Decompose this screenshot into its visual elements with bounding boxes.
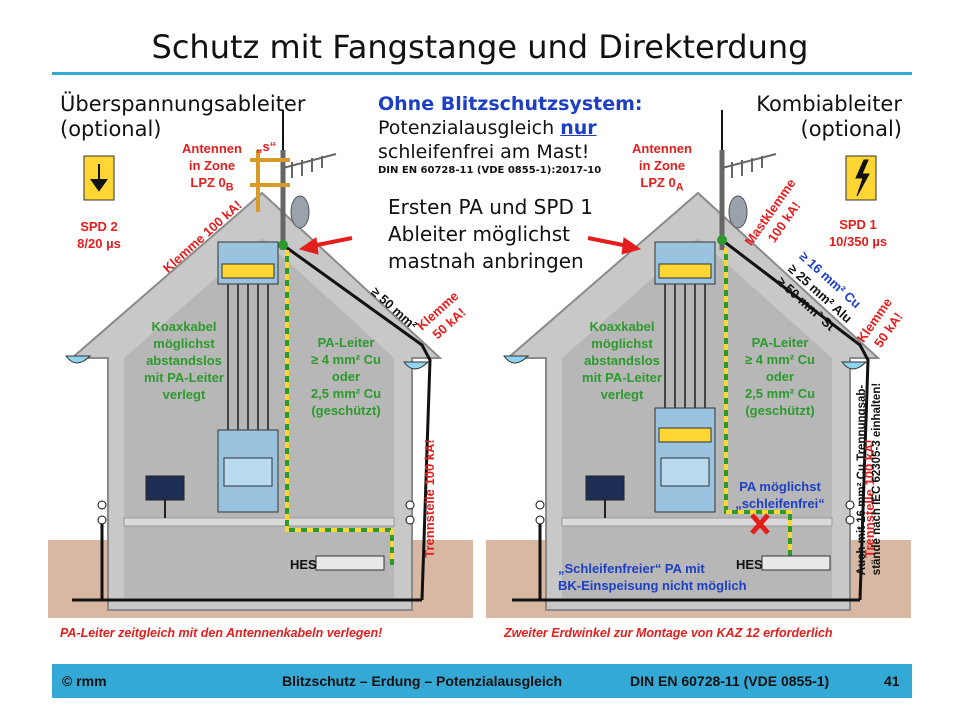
loop-cross-icon [750,513,770,535]
right-heading: Kombiableiter (optional) [756,92,902,141]
footer-norm: DIN EN 60728-11 (VDE 0855-1) [630,673,830,689]
separation-distance-note: Auch mit 16 mm² Cu Trennungsab- stände n… [856,382,884,576]
house-left [65,191,443,611]
multiswitch-upper-right [654,241,716,285]
left-separation-label: Trennstelle 100 kA! [421,439,437,558]
footer-copyright: © rmm [62,673,107,689]
spd1-label: SPD 1 10/350 µs [828,217,888,249]
multiswitch-lower-left [217,429,279,513]
left-heading: Überspannungsableiter (optional) [60,92,306,141]
left-caption: PA-Leiter zeitgleich mit den Antennenkab… [60,626,383,640]
bk-feed-note: „Schleifenfreier“ PA mit BK-Einspeisung … [558,561,747,593]
spd2-label: SPD 2 8/20 µs [77,219,121,251]
title-divider [52,72,912,75]
left-pa-note: PA-Leiter ≥ 4 mm² Cu oder 2,5 mm² Cu (ge… [310,335,382,418]
right-antenna-zone-label: Antennen in Zone LPZ 0A [632,141,692,194]
right-coax-note: Koaxkabel möglichst abstandslos mit PA-L… [582,319,662,402]
right-pa-note: PA-Leiter ≥ 4 mm² Cu oder 2,5 mm² Cu (ge… [744,335,816,418]
center-advice: Ersten PA und SPD 1 Ableiter möglichst m… [388,195,593,273]
footer-topic: Blitzschutz – Erdung – Potenzialausgleic… [282,673,563,689]
footer-bar: © rmm Blitzschutz – Erdung – Potenzialau… [52,664,912,698]
center-note: Ohne Blitzschutzsystem: Potenzialausglei… [378,93,643,176]
multiswitch-lower-right [654,407,716,513]
multiswitch-upper-left [217,241,279,285]
left-coax-note: Koaxkabel möglichst abstandslos mit PA-L… [144,319,224,402]
left-hes-label: HES [290,557,317,572]
page-title: Schutz mit Fangstange und Direkterdung [151,28,809,66]
pa-loop-note: PA möglichst „schleifenfrei“ [735,479,825,511]
separation-distance-label: „s“ [256,139,277,154]
right-hes-label: HES [736,557,763,572]
left-antenna-zone-label: Antennen in Zone LPZ 0B [182,141,242,194]
footer-page-number: 41 [884,673,900,689]
right-caption: Zweiter Erdwinkel zur Montage von KAZ 12… [504,626,833,640]
